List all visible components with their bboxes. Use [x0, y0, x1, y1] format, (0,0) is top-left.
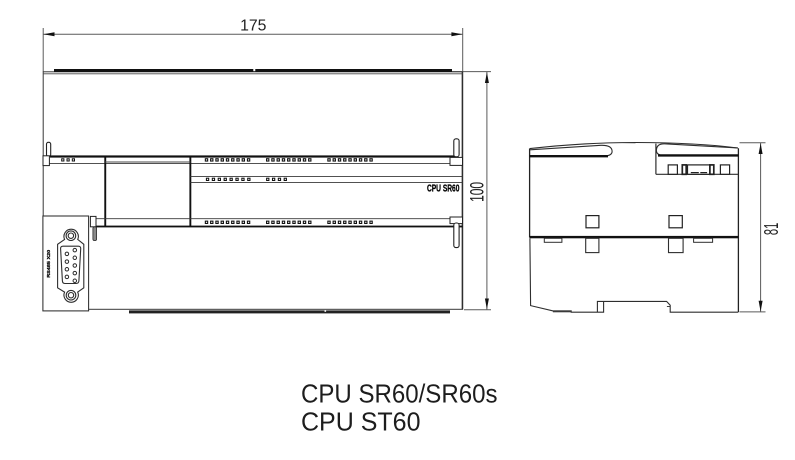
svg-text:CPU SR60/SR60s: CPU SR60/SR60s	[301, 378, 498, 408]
svg-text:100: 100	[467, 182, 489, 202]
svg-text:CPU SR60: CPU SR60	[427, 184, 460, 195]
svg-text:81: 81	[760, 223, 783, 235]
svg-text:CPU ST60: CPU ST60	[301, 406, 421, 436]
svg-text:175: 175	[240, 18, 267, 35]
svg-text:RS485 X20: RS485 X20	[46, 249, 51, 278]
